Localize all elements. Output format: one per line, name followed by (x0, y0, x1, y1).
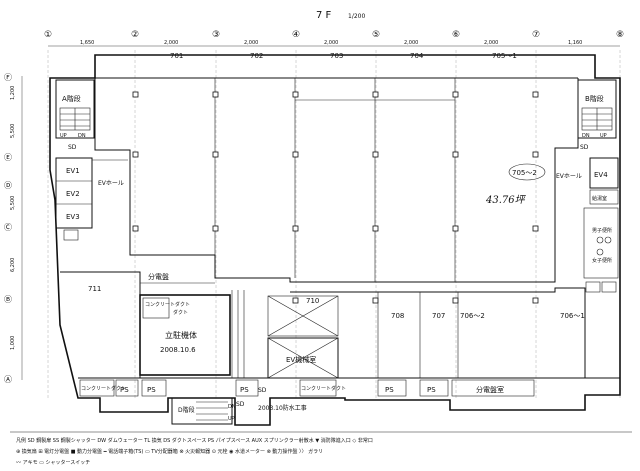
ev-1-label: EV1 (66, 167, 80, 175)
dim-top-5: 2,000 (404, 40, 418, 46)
dim-left-2: 5,500 (10, 124, 16, 138)
ev-right-block: EV4 給湯室 男子便所 女子便所 (583, 157, 619, 293)
stair-a-label: A階段 (62, 94, 81, 103)
grid-col-8: ⑧ (616, 30, 624, 40)
ev-2-label: EV2 (66, 190, 80, 198)
concrete-duct-top: コンクリートダクト (145, 301, 190, 308)
duct-top-label: ダクト (173, 309, 188, 316)
stair-d-up: UP (228, 416, 235, 422)
office-block-outline (94, 78, 579, 283)
room-703: 703 (330, 52, 343, 60)
ps-5: PS (427, 386, 436, 394)
grid-col-2: ② (131, 30, 139, 40)
stair-d-label: D階段 (178, 406, 195, 414)
dims-top: 1,650 2,000 2,000 2,000 2,000 2,000 1,16… (80, 40, 582, 46)
ps-2: PS (147, 386, 156, 394)
parking-block (139, 294, 231, 376)
bunden-bottom-label: 分電盤室 (476, 385, 504, 394)
grid-row-b: Ⓑ (4, 295, 12, 304)
concrete-duct-bl: コンクリートダクト (81, 385, 126, 392)
door-sd-2: SD (580, 144, 589, 151)
ps-3: PS (240, 386, 249, 394)
room-701: 701 (170, 52, 183, 60)
ev-4-label: EV4 (594, 171, 608, 179)
legend-row-3: 〰 アキモ ▭ シャッタースイッチ (16, 459, 90, 466)
grid-col-3: ③ (212, 30, 220, 40)
stair-b: B階段 DN UP (577, 79, 617, 139)
dims-left: 1,200 5,500 5,500 6,200 1,000 (10, 86, 16, 350)
stair-b-up: UP (600, 133, 607, 139)
door-sd-3: SD (258, 387, 267, 394)
area-handwriting: 43.76坪 (485, 194, 527, 206)
dim-top-2: 2,000 (164, 40, 178, 46)
stair-b-label: B階段 (585, 94, 604, 103)
grid-col-4: ④ (292, 30, 300, 40)
room-710: 710 (306, 297, 319, 305)
bunden-top-label: 分電盤 (148, 272, 169, 281)
grid-col-1: ① (44, 30, 52, 40)
legend-row-1: 凡例 SD 鋼製扉 SS 鋼製シャッター DW ダムウェーター TL 換気 DS… (16, 437, 373, 444)
grid-lines (47, 50, 621, 400)
ev-machine-label: EV機械室 (286, 355, 316, 364)
ev-hall-left-label: EVホール (98, 180, 124, 187)
stair-b-dn: DN (582, 133, 590, 139)
stair-d: D階段 DN UP (171, 397, 236, 425)
stair-a: A階段 UP DN (55, 79, 95, 139)
grid-col-7: ⑦ (532, 30, 540, 40)
lower-offices-outline (290, 287, 586, 379)
fire-work-label: 2003.10防水工事 (258, 404, 307, 412)
room-708: 708 (391, 312, 404, 320)
bottom-service-strip: コンクリートダクト PS PS PS コンクリートダクト PS PS 分電盤室 (79, 379, 535, 397)
toilet-label: 男子便所 (592, 227, 612, 234)
dim-top-7: 1,160 (568, 40, 582, 46)
dim-top-6: 2,000 (484, 40, 498, 46)
dim-top-3: 2,000 (244, 40, 258, 46)
ps-1: PS (120, 386, 129, 394)
room-706-1: 706～1 (560, 312, 585, 320)
grid-columns: ① ② ③ ④ ⑤ ⑥ ⑦ ⑧ (44, 30, 624, 40)
room-702: 702 (250, 52, 263, 60)
dim-left-5: 1,000 (10, 336, 16, 350)
grid-rows: Ⓕ Ⓔ Ⓓ Ⓒ Ⓑ Ⓐ (4, 73, 12, 384)
door-sd-4: SD (236, 401, 245, 408)
dim-top-4: 2,000 (324, 40, 338, 46)
room-704: 704 (410, 52, 424, 60)
dim-left-1: 1,200 (10, 86, 16, 100)
grid-col-5: ⑤ (372, 30, 380, 40)
room-705-1: 705～1 (492, 52, 517, 60)
grid-row-a: Ⓐ (4, 375, 12, 384)
room-706-2: 706～2 (460, 312, 485, 320)
grid-row-f: Ⓕ (4, 73, 12, 82)
stair-d-dn: DN (228, 404, 236, 410)
ps-4: PS (385, 386, 394, 394)
dim-left-3: 5,500 (10, 196, 16, 210)
ev-hall-right-label: EVホール (556, 173, 582, 180)
ev-left-block: EV1 EV2 EV3 (55, 157, 93, 241)
dim-left-4: 6,200 (10, 258, 16, 272)
grid-row-c: Ⓒ (4, 223, 12, 232)
grid-row-e: Ⓔ (4, 153, 12, 162)
toilet-f-label: 女子便所 (592, 257, 612, 264)
door-sd-1: SD (68, 144, 77, 151)
kyuto-label: 給湯室 (592, 195, 607, 202)
floor-title: 7 F (316, 10, 332, 21)
parking-date: 2008.10.6 (160, 346, 196, 354)
parking-label: 立駐機体 (165, 330, 197, 340)
stair-a-dn: DN (78, 133, 86, 139)
dim-top-1: 1,650 (80, 40, 94, 46)
stair-a-up: UP (60, 133, 67, 139)
room-707: 707 (432, 312, 445, 320)
room-711: 711 (88, 285, 101, 293)
grid-row-d: Ⓓ (4, 181, 12, 190)
room-705-2: 705～2 (512, 169, 537, 177)
room-705-2-circle (508, 163, 546, 181)
building-outline (49, 54, 621, 426)
legend-row-2: ⊕ 換気扇 ⊞ 電灯分電盤 ■ 動力分電盤 ━ 電話端子箱(TS) ▭ TV分配… (16, 448, 323, 455)
concrete-duct-bm: コンクリートダクト (301, 385, 346, 392)
grid-col-6: ⑥ (452, 30, 460, 40)
columns (132, 91, 539, 304)
plan-scale: 1/200 (348, 13, 365, 20)
ev-3-label: EV3 (66, 213, 80, 221)
